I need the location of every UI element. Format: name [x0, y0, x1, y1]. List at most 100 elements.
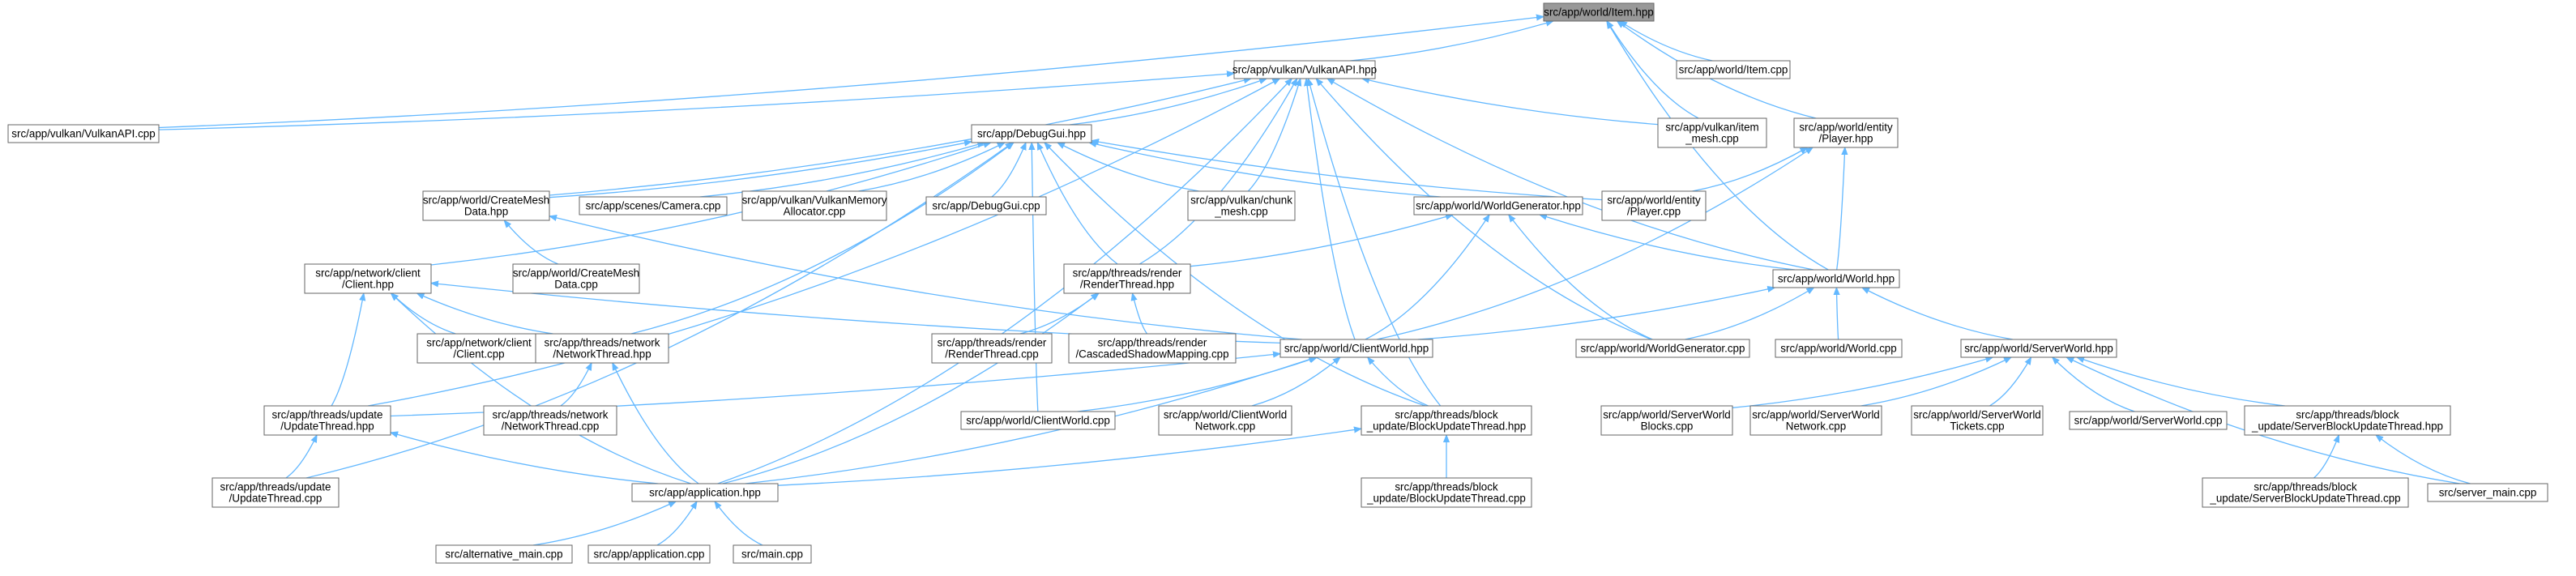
node-world_cpp[interactable]: src/app/world/World.cpp	[1775, 339, 1903, 358]
node-vulkanapi_cpp[interactable]: src/app/vulkan/VulkanAPI.cpp	[7, 124, 160, 143]
edge-clientworld_hpp-to-world_hpp	[1417, 288, 1775, 340]
node-renderthread_cpp[interactable]: src/app/threads/render/RenderThread.cpp	[931, 333, 1053, 364]
node-label: src/app/world/entity	[1607, 194, 1701, 207]
node-box	[1361, 405, 1532, 436]
node-clientworld_hpp[interactable]: src/app/world/ClientWorld.hpp	[1279, 339, 1433, 358]
edge-world_hpp-to-item_hpp	[1607, 21, 1829, 271]
edge-cascaded_cpp-to-renderthread_hpp	[1133, 293, 1148, 335]
edge-application_hpp-to-blockupdate_hpp	[777, 429, 1361, 486]
node-box	[1775, 339, 1903, 358]
node-label: src/app/world/ServerWorld	[1752, 409, 1880, 421]
node-label: Network.cpp	[1195, 420, 1255, 433]
node-blockupdate_cpp[interactable]: src/app/threads/block_update/BlockUpdate…	[1361, 477, 1532, 508]
node-serverworld_hpp[interactable]: src/app/world/ServerWorld.hpp	[1960, 339, 2117, 358]
node-serverblockupdate_cpp[interactable]: src/app/threads/block_update/ServerBlock…	[2202, 477, 2409, 508]
node-box	[304, 263, 432, 294]
node-updatethread_hpp[interactable]: src/app/threads/update/UpdateThread.hpp	[263, 405, 391, 436]
node-updatethread_cpp[interactable]: src/app/threads/update/UpdateThread.cpp	[211, 477, 340, 508]
node-box	[631, 483, 779, 502]
node-label: /RenderThread.cpp	[945, 348, 1038, 361]
node-debuggui_hpp[interactable]: src/app/DebugGui.hpp	[971, 124, 1092, 143]
node-box	[535, 333, 669, 364]
node-player_hpp[interactable]: src/app/world/entity/Player.hpp	[1793, 117, 1899, 148]
node-label: src/app/world/ServerWorld.hpp	[1964, 343, 2113, 355]
node-networkthread_cpp[interactable]: src/app/threads/network/NetworkThread.cp…	[483, 405, 617, 436]
node-box	[263, 405, 391, 436]
node-debuggui_cpp[interactable]: src/app/DebugGui.cpp	[925, 196, 1047, 215]
edge-serverworldblocks_cpp-to-serverworld_hpp	[1732, 357, 1993, 408]
node-server_main_cpp[interactable]: src/server_main.cpp	[2427, 483, 2548, 502]
node-renderthread_hpp[interactable]: src/app/threads/render/RenderThread.hpp	[1063, 263, 1191, 294]
edge-clientworld_hpp-to-createmesh_hpp	[549, 216, 1302, 340]
node-label: /RenderThread.hpp	[1080, 279, 1174, 291]
node-label: src/app/world/Item.cpp	[1679, 64, 1788, 76]
node-label: _update/ServerBlockUpdateThread.hpp	[2251, 420, 2443, 433]
node-vulkanapi_hpp[interactable]: src/app/vulkan/VulkanAPI.hpp	[1232, 60, 1377, 79]
node-label: /Player.cpp	[1627, 206, 1681, 218]
edge-clientworld_cpp-to-clientworld_hpp	[1077, 357, 1318, 412]
edge-player_hpp-to-item_hpp	[1617, 21, 1817, 119]
node-label: src/app/scenes/Camera.cpp	[586, 200, 721, 212]
node-box	[2244, 405, 2451, 436]
edge-chunk_mesh_cpp-to-vulkanapi_hpp	[1247, 79, 1301, 192]
node-label: src/app/world/World.hpp	[1778, 273, 1895, 285]
node-box	[417, 333, 541, 364]
node-box	[960, 411, 1116, 430]
node-client_cpp[interactable]: src/app/network/client/Client.cpp	[417, 333, 541, 364]
node-label: src/app/threads/block	[2253, 481, 2357, 493]
edge-networkthread_cpp-to-networkthread_hpp	[560, 363, 592, 407]
node-label: /Client.hpp	[342, 279, 394, 291]
node-label: src/app/world/WorldGenerator.cpp	[1581, 343, 1745, 355]
edge-renderthread_hpp-to-worldgenerator_hpp	[1190, 215, 1453, 267]
edge-client_hpp-to-debuggui_hpp	[430, 143, 991, 266]
node-camera_cpp[interactable]: src/app/scenes/Camera.cpp	[579, 196, 728, 215]
node-worldgenerator_cpp[interactable]: src/app/world/WorldGenerator.cpp	[1575, 339, 1750, 358]
node-box	[1158, 405, 1292, 436]
node-box	[422, 190, 550, 221]
node-blockupdate_hpp[interactable]: src/app/threads/block_update/BlockUpdate…	[1361, 405, 1532, 436]
node-label: src/server_main.cpp	[2439, 487, 2537, 499]
node-serverblockupdate_hpp[interactable]: src/app/threads/block_update/ServerBlock…	[2244, 405, 2451, 436]
node-client_hpp[interactable]: src/app/network/client/Client.hpp	[304, 263, 432, 294]
node-item_cpp[interactable]: src/app/world/Item.cpp	[1676, 60, 1791, 79]
edge-application_hpp-to-client_hpp	[391, 293, 691, 484]
node-serverworld_cpp[interactable]: src/app/world/ServerWorld.cpp	[2069, 411, 2228, 430]
node-cascaded_cpp[interactable]: src/app/threads/render/CascadedShadowMap…	[1068, 333, 1237, 364]
node-clientworld_cpp[interactable]: src/app/world/ClientWorld.cpp	[960, 411, 1116, 430]
node-box	[1361, 477, 1532, 508]
node-box	[1793, 117, 1899, 148]
edge-blockupdate_hpp-to-clientworld_hpp	[1368, 357, 1429, 407]
edge-worldgenerator_cpp-to-world_hpp	[1685, 288, 1813, 340]
node-networkthread_hpp[interactable]: src/app/threads/network/NetworkThread.hp…	[535, 333, 669, 364]
node-worldgenerator_hpp[interactable]: src/app/world/WorldGenerator.hpp	[1413, 196, 1583, 215]
edge-vulkanapi_cpp-to-vulkanapi_hpp	[158, 74, 1234, 130]
node-application_hpp[interactable]: src/app/application.hpp	[631, 483, 779, 502]
node-box	[1601, 190, 1707, 221]
node-world_hpp[interactable]: src/app/world/World.hpp	[1772, 269, 1900, 288]
node-label: src/app/threads/block	[1395, 409, 1498, 421]
node-item_hpp[interactable]: src/app/world/Item.hpp	[1543, 2, 1655, 22]
node-box	[741, 190, 887, 221]
node-item_mesh_cpp[interactable]: src/app/vulkan/item_mesh.cpp	[1657, 117, 1767, 148]
node-label: src/app/application.cpp	[594, 548, 705, 561]
node-box	[2202, 477, 2409, 508]
node-main_cpp[interactable]: src/main.cpp	[733, 544, 812, 564]
node-alternative_main_cpp[interactable]: src/alternative_main.cpp	[435, 544, 573, 564]
node-label: src/app/world/ClientWorld.cpp	[966, 415, 1110, 427]
edge-serverworld_hpp-to-world_hpp	[1862, 287, 2014, 340]
node-player_cpp[interactable]: src/app/world/entity/Player.cpp	[1601, 190, 1707, 221]
node-chunk_mesh_cpp[interactable]: src/app/vulkan/chunk_mesh.cpp	[1187, 190, 1296, 221]
edge-clientworld_hpp-to-vulkanapi_hpp	[1306, 79, 1356, 340]
node-label: /UpdateThread.cpp	[229, 493, 323, 505]
node-application_cpp[interactable]: src/app/application.cpp	[587, 544, 711, 564]
edge-serverblockupdate_hpp-to-serverworld_hpp	[2077, 357, 2285, 407]
node-box	[483, 405, 617, 436]
node-label: src/app/threads/block	[2296, 409, 2399, 421]
